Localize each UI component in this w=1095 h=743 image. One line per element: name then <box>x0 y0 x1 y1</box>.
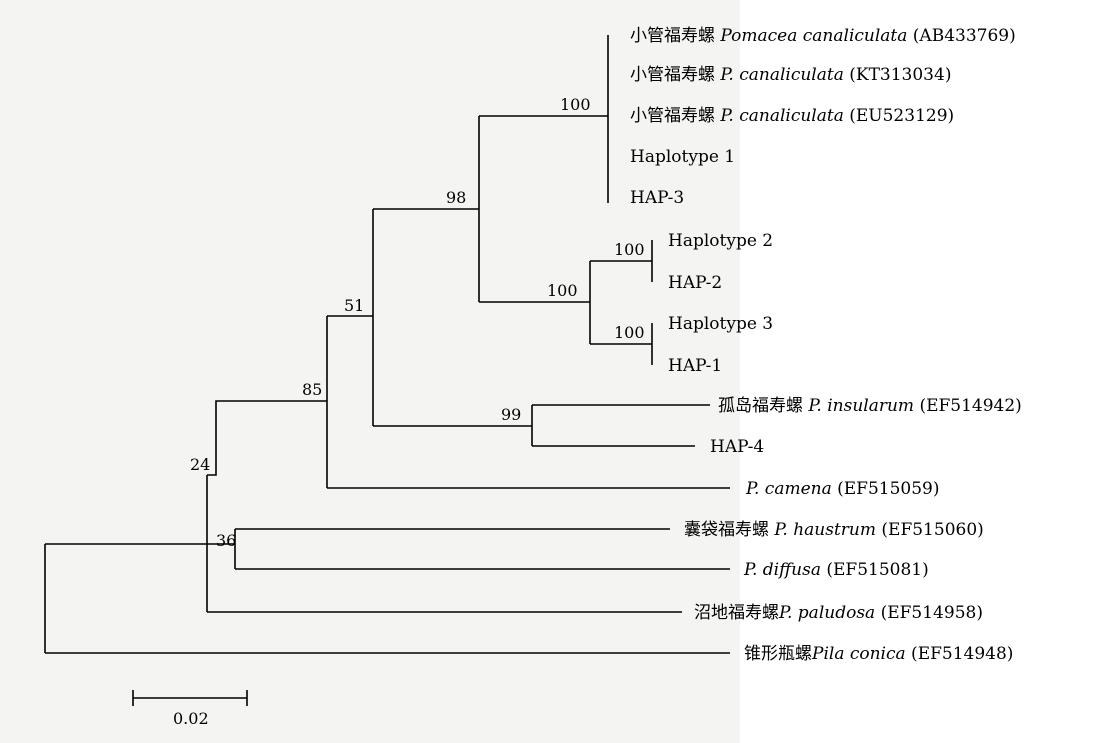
bootstrap-node-98: 98 <box>446 188 466 207</box>
tip-labels: 小管福寿螺 Pomacea canaliculata (AB433769) 小管… <box>630 26 1022 664</box>
bootstrap-hap2-clade: 100 <box>614 240 645 259</box>
tip-label-hap-3: HAP-3 <box>630 188 684 208</box>
tip-label-p-canaliculata-eu523129: 小管福寿螺 P. canaliculata (EU523129) <box>630 106 954 126</box>
tip-label-p-canaliculata-kt313034: 小管福寿螺 P. canaliculata (KT313034) <box>630 65 951 85</box>
bootstrap-node-99: 99 <box>501 405 521 424</box>
bootstrap-node-24: 24 <box>190 455 210 474</box>
tip-label-pila-conica: 锥形瓶螺Pila conica (EF514948) <box>744 644 1013 664</box>
tip-label-p-insularum: 孤岛福寿螺 P. insularum (EF514942) <box>718 396 1022 416</box>
bootstrap-node-36: 36 <box>216 531 236 550</box>
tip-label-hap-4: HAP-4 <box>710 437 764 457</box>
tree-branches <box>44 35 730 654</box>
tip-label-p-paludosa: 沼地福寿螺P. paludosa (EF514958) <box>694 603 983 623</box>
tip-label-hap-1: HAP-1 <box>668 356 722 376</box>
scale-bar-label: 0.02 <box>173 709 209 728</box>
tip-label-hap-2: HAP-2 <box>668 273 722 293</box>
tip-label-haplotype-2: Haplotype 2 <box>668 231 773 251</box>
tree-panel-background <box>0 0 740 743</box>
tip-label-pomacea-canaliculata-ab433769: 小管福寿螺 Pomacea canaliculata (AB433769) <box>630 26 1016 46</box>
tip-label-p-diffusa: P. diffusa (EF515081) <box>743 560 929 580</box>
scale-bar: 0.02 <box>132 690 248 728</box>
tip-label-p-camena: P. camena (EF515059) <box>745 479 940 499</box>
scale-bar-line <box>132 690 248 706</box>
bootstrap-node-51: 51 <box>344 296 364 315</box>
tip-label-haplotype-3: Haplotype 3 <box>668 314 773 334</box>
bootstrap-values: 100 98 100 100 100 51 99 85 24 36 <box>190 95 645 550</box>
tip-label-p-haustrum: 囊袋福寿螺 P. haustrum (EF515060) <box>684 520 984 540</box>
bootstrap-node-85: 85 <box>302 380 322 399</box>
bootstrap-canaliculata-clade: 100 <box>560 95 591 114</box>
bootstrap-node-100-lower: 100 <box>547 281 578 300</box>
bootstrap-hap1-clade: 100 <box>614 323 645 342</box>
branch-node-85 <box>207 400 327 476</box>
tip-label-haplotype-1: Haplotype 1 <box>630 147 735 167</box>
